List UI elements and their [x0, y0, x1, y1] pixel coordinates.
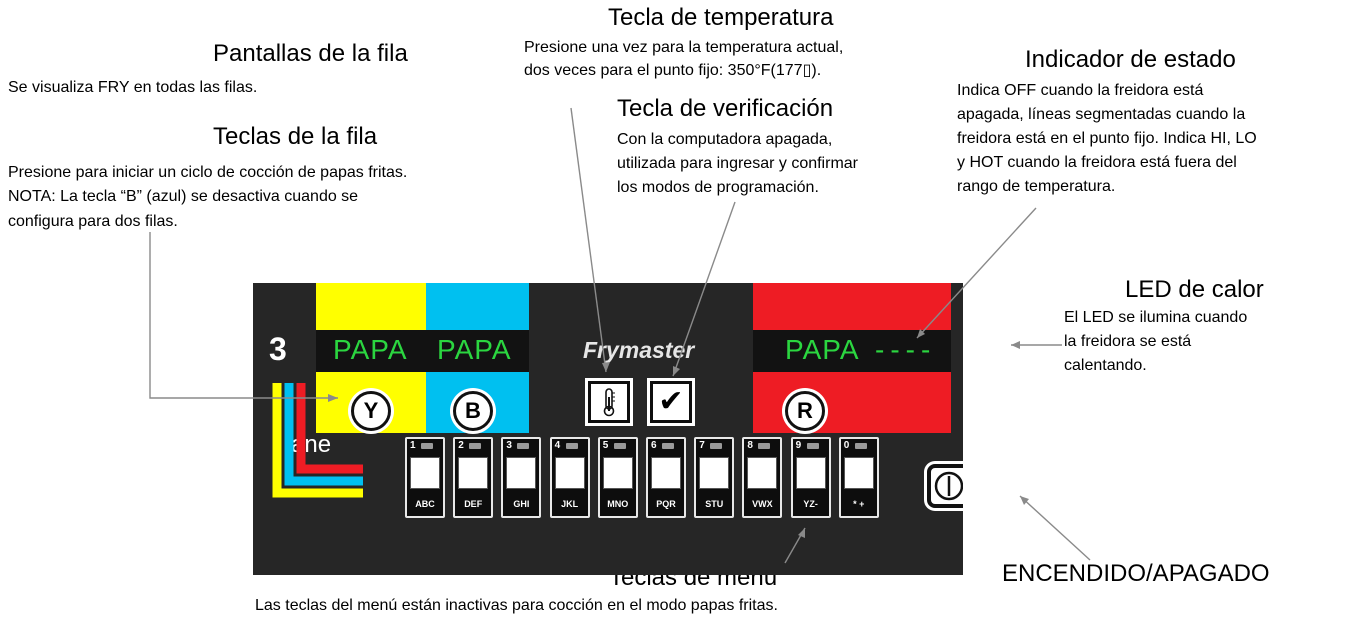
menu-key-led — [517, 443, 530, 449]
row-keys-title: Teclas de la fila — [213, 123, 378, 150]
menu-key-letters: YZ- — [803, 499, 818, 509]
menu-key-number: 0 — [843, 440, 850, 451]
heat-led-line3: calentando. — [1064, 357, 1147, 374]
menu-key-pad[interactable] — [651, 457, 681, 489]
temp-key-title: Tecla de temperatura — [608, 4, 834, 31]
menu-key-number: 8 — [747, 440, 753, 451]
menu-key-number: 9 — [795, 440, 802, 451]
temp-key-line2: dos veces para el punto fijo: 350°F(177▯… — [524, 62, 822, 79]
heat-led-line2: la freidora se está — [1064, 333, 1192, 350]
menu-key-pad[interactable] — [747, 457, 778, 489]
check-key[interactable]: ✔ — [650, 381, 692, 423]
menu-key-led — [565, 443, 578, 449]
check-key-line3: los modos de programación. — [617, 179, 819, 196]
row-keys-note-2: configura para dos filas. — [8, 213, 178, 230]
menu-key-letters: PQR — [656, 499, 676, 509]
menu-key-pad[interactable] — [602, 457, 633, 489]
fryer-control-panel: PAPA PAPA PAPA ---- Frymaster 3 ane Y B … — [253, 283, 963, 575]
status-line4: y HOT cuando la freidora está fuera del — [957, 154, 1237, 171]
menu-key-letters: JKL — [561, 499, 579, 509]
menu-key-pad[interactable] — [410, 457, 440, 489]
power-icon — [934, 471, 963, 501]
menu-key-letters: VWX — [752, 499, 773, 509]
row-displays-title: Pantallas de la fila — [213, 40, 408, 67]
menu-key-number: 1 — [410, 440, 416, 451]
lane-number: 3 — [269, 331, 287, 367]
menu-key-led — [662, 443, 674, 449]
status-title: Indicador de estado — [1025, 46, 1236, 73]
status-line5: rango de temperatura. — [957, 178, 1116, 195]
temperature-key[interactable] — [588, 381, 630, 423]
menu-key-letters: ABC — [415, 499, 435, 509]
menu-key-number: 7 — [699, 440, 705, 451]
menu-key-number: 4 — [554, 440, 561, 451]
display-left-lane-1: PAPA — [333, 334, 408, 365]
power-button[interactable] — [927, 464, 963, 508]
menu-key-letters: STU — [705, 499, 724, 509]
temp-key-line1: Presione una vez para la temperatura act… — [524, 39, 844, 56]
menu-key-pad[interactable] — [554, 457, 585, 489]
menu-key-letters: * + — [853, 499, 865, 509]
check-key-line2: utilizada para ingresar y confirmar — [617, 155, 858, 172]
menu-key-pad[interactable] — [506, 457, 537, 489]
menu-key-led — [806, 443, 819, 449]
power-title: ENCENDIDO/APAGADO — [1002, 560, 1270, 587]
menu-key-letters: GHI — [513, 499, 530, 509]
menu-key-led — [469, 443, 482, 449]
left-display — [316, 330, 529, 372]
heat-led-title: LED de calor — [1125, 276, 1264, 303]
status-line3: freidora está en el punto fijo. Indica H… — [957, 130, 1257, 147]
status-indicator-display: ---- — [875, 334, 937, 365]
row-key-b[interactable]: B — [453, 391, 493, 431]
menu-key-led — [710, 443, 723, 449]
status-line2: apagada, líneas segmentadas cuando la — [957, 106, 1246, 123]
menu-key-led — [758, 443, 771, 449]
status-line1: Indica OFF cuando la freidora está — [957, 82, 1204, 99]
menu-key-pad[interactable] — [458, 457, 489, 489]
menu-key-letters: DEF — [464, 499, 483, 509]
menu-key-number: 3 — [506, 440, 512, 451]
menu-key-number: 2 — [458, 440, 464, 451]
row-displays-desc: Se visualiza FRY en todas las filas. — [8, 79, 258, 96]
lane-bars — [272, 383, 363, 498]
menu-key-pad[interactable] — [843, 457, 874, 489]
menu-key-0[interactable]: 0 * + — [838, 437, 879, 518]
heat-led-line1: El LED se ilumina cuando — [1064, 309, 1248, 326]
menu-key-led — [854, 443, 867, 449]
menu-key-letters: MNO — [607, 499, 629, 509]
display-left-lane-2: PAPA — [437, 334, 512, 365]
row-key-r[interactable]: R — [785, 391, 825, 431]
menu-key-led — [613, 443, 626, 449]
row-key-y[interactable]: Y — [351, 391, 391, 431]
menu-key-led — [421, 443, 433, 449]
menu-keys-desc: Las teclas del menú están inactivas para… — [255, 597, 778, 614]
menu-key-pad[interactable] — [795, 457, 826, 489]
thermometer-icon — [603, 388, 615, 417]
menu-key-pad[interactable] — [699, 457, 730, 489]
display-right-lane: PAPA — [785, 334, 860, 365]
check-key-title: Tecla de verificación — [617, 95, 834, 122]
row-keys-note-1: NOTA: La tecla “B” (azul) se desactiva c… — [8, 188, 359, 205]
check-key-line1: Con la computadora apagada, — [617, 131, 833, 148]
row-keys-desc: Presione para iniciar un ciclo de cocció… — [8, 164, 408, 181]
menu-key-number: 5 — [602, 440, 609, 451]
menu-key-number: 6 — [651, 440, 657, 451]
